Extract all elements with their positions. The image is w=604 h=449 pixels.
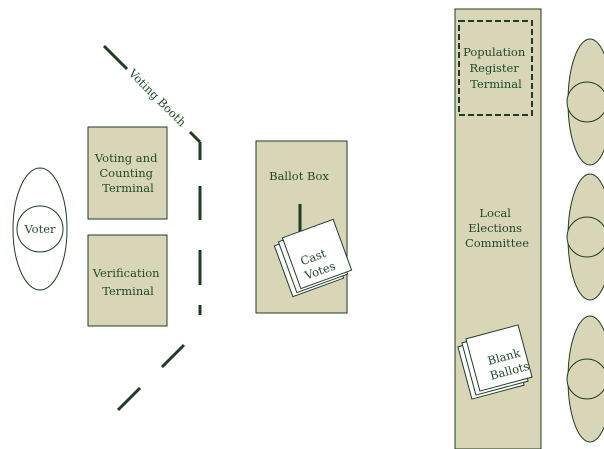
member-head <box>566 81 604 123</box>
committee-member <box>566 173 604 301</box>
voting-terminal-line: Counting <box>99 166 153 180</box>
voting-booth-wall <box>102 44 202 412</box>
voter: Voter <box>12 167 68 291</box>
blank-ballots-label: Blank Ballots <box>484 344 530 382</box>
local-elections-committee: Population Register Terminal Local Elect… <box>454 8 542 449</box>
voting-booth-label: Voting Booth <box>125 66 189 130</box>
population-register-line: Terminal <box>470 77 522 91</box>
committee-line: Elections <box>468 221 522 235</box>
committee-label: Local Elections Committee <box>465 206 529 250</box>
population-register-label: Population Register Terminal <box>463 45 529 91</box>
population-register-terminal-box <box>458 20 533 116</box>
voting-terminal-label: Voting and Counting Terminal <box>94 151 161 195</box>
ballot-box: Ballot Box Cast Votes <box>255 140 353 314</box>
population-register-line: Population <box>463 45 526 59</box>
cast-vote-paper <box>281 218 353 290</box>
voter-label: Voter <box>23 222 56 236</box>
voter-head <box>16 205 64 253</box>
booth-wall-segment <box>160 343 186 369</box>
verification-terminal-label: Verification Terminal <box>92 266 163 298</box>
verification-terminal-line: Verification <box>92 266 160 280</box>
committee-member <box>566 315 604 443</box>
voting-terminal-line: Voting and <box>94 151 158 165</box>
cast-votes-stack <box>273 218 353 298</box>
committee-line: Local <box>479 206 511 220</box>
voting-terminal-box <box>87 126 168 220</box>
booth-wall-segment <box>188 130 202 144</box>
committee-member <box>566 38 604 166</box>
booth-wall-segment <box>102 44 129 71</box>
member-head <box>566 216 604 258</box>
verification-terminal-box <box>87 234 168 327</box>
committee-line: Committee <box>465 236 529 250</box>
population-register-line: Register <box>470 61 520 75</box>
blank-ballot-paper <box>465 324 533 392</box>
verification-terminal: Verification Terminal <box>87 234 168 327</box>
voting-terminal-line: Terminal <box>102 181 154 195</box>
booth-wall-segment <box>116 386 142 412</box>
member-head <box>566 358 604 400</box>
voting-counting-terminal: Voting and Counting Terminal <box>87 126 168 220</box>
ballot-box-label: Ballot Box <box>269 169 329 183</box>
verification-terminal-line: Terminal <box>102 284 154 298</box>
blank-ballots-stack <box>457 324 533 400</box>
